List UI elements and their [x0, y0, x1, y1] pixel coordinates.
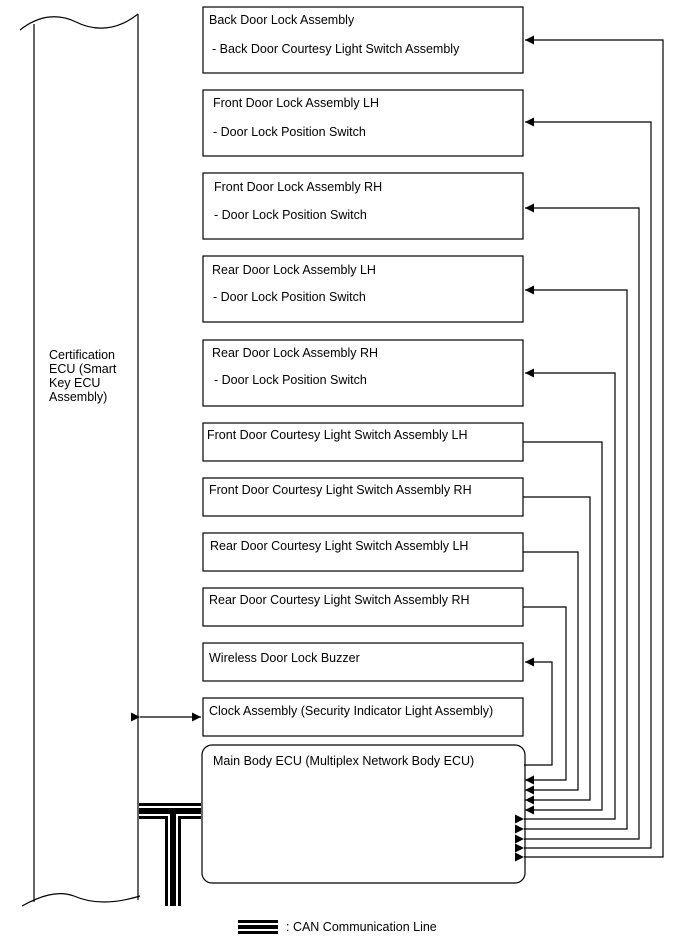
- front-door-courtesy-rh-title: Front Door Courtesy Light Switch Assembl…: [209, 483, 472, 497]
- front-door-lock-lh-title: Front Door Lock Assembly LH: [213, 96, 379, 110]
- rear-door-lock-rh-sub: - Door Lock Position Switch: [214, 373, 367, 387]
- main-body-ecu-box: Main Body ECU (Multiplex Network Body EC…: [201, 744, 526, 884]
- front-door-courtesy-lh-title: Front Door Courtesy Light Switch Assembl…: [207, 428, 468, 442]
- rear-door-lock-lh-title: Rear Door Lock Assembly LH: [212, 263, 376, 277]
- legend-label: : CAN Communication Line: [286, 920, 437, 934]
- fd-courtesy-rh-signal-line: [523, 496, 591, 805]
- signal-lines: [515, 35, 664, 862]
- back-door-lock-title: Back Door Lock Assembly: [209, 13, 355, 27]
- front-door-lh-signal-line: [515, 117, 652, 853]
- rear-door-lock-rh-title: Rear Door Lock Assembly RH: [212, 346, 378, 360]
- buzzer-signal-line: [524, 657, 553, 766]
- rd-courtesy-lh-signal-line: [523, 551, 579, 795]
- main-body-ecu-title: Main Body ECU (Multiplex Network Body EC…: [213, 754, 474, 768]
- legend: : CAN Communication Line: [238, 920, 437, 934]
- ecu-label-line1: Certification: [49, 348, 115, 362]
- wireless-door-lock-buzzer-box: Wireless Door Lock Buzzer: [202, 642, 524, 682]
- front-door-lock-rh-box: Front Door Lock Assembly RH - Door Lock …: [202, 172, 524, 240]
- rear-door-lh-signal-line: [515, 285, 628, 834]
- can-bus: [139, 803, 201, 906]
- rear-door-courtesy-lh-box: Rear Door Courtesy Light Switch Assembly…: [202, 532, 524, 572]
- fd-courtesy-lh-signal-line: [523, 441, 603, 815]
- front-door-lock-lh-box: Front Door Lock Assembly LH - Door Lock …: [202, 89, 524, 157]
- ecu-label-line3: Key ECU: [49, 376, 100, 390]
- can-line-legend-icon: [238, 920, 278, 934]
- back-door-signal-line: [515, 35, 664, 862]
- ecu-label-line4: Assembly): [49, 390, 107, 404]
- front-door-courtesy-lh-box: Front Door Courtesy Light Switch Assembl…: [202, 422, 524, 462]
- rd-courtesy-rh-signal-line: [523, 606, 567, 785]
- clock-assembly-title: Clock Assembly (Security Indicator Light…: [209, 704, 493, 718]
- rear-door-lock-rh-box: Rear Door Lock Assembly RH - Door Lock P…: [202, 339, 524, 407]
- front-door-rh-signal-line: [515, 203, 640, 844]
- rear-door-courtesy-rh-title: Rear Door Courtesy Light Switch Assembly…: [209, 593, 470, 607]
- front-door-courtesy-rh-box: Front Door Courtesy Light Switch Assembl…: [202, 477, 524, 517]
- clock-assembly-box: Clock Assembly (Security Indicator Light…: [202, 697, 524, 737]
- rear-door-lock-lh-box: Rear Door Lock Assembly LH - Door Lock P…: [202, 255, 524, 323]
- rear-door-lock-lh-sub: - Door Lock Position Switch: [213, 290, 366, 304]
- front-door-lock-rh-title: Front Door Lock Assembly RH: [214, 180, 382, 194]
- wireless-door-lock-buzzer-title: Wireless Door Lock Buzzer: [209, 651, 360, 665]
- front-door-lock-lh-sub: - Door Lock Position Switch: [213, 125, 366, 139]
- certification-ecu: Certification ECU (Smart Key ECU Assembl…: [19, 13, 141, 907]
- rear-door-courtesy-lh-title: Rear Door Courtesy Light Switch Assembly…: [210, 539, 468, 553]
- ecu-label-line2: ECU (Smart: [49, 362, 117, 376]
- rear-door-courtesy-rh-box: Rear Door Courtesy Light Switch Assembly…: [202, 587, 524, 627]
- back-door-lock-sub: - Back Door Courtesy Light Switch Assemb…: [212, 42, 460, 56]
- back-door-lock-box: Back Door Lock Assembly - Back Door Cour…: [202, 6, 524, 74]
- front-door-lock-rh-sub: - Door Lock Position Switch: [214, 208, 367, 222]
- rear-door-rh-signal-line: [515, 368, 616, 824]
